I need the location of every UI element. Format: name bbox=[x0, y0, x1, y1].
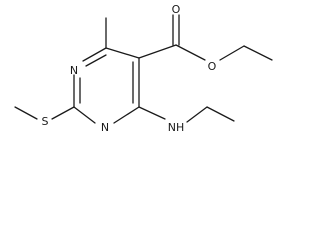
bond-ring-n1-c6 bbox=[82, 47, 107, 62]
atom-sulfur: S bbox=[42, 115, 49, 128]
bond-nh-ch2 bbox=[186, 106, 208, 123]
molecule-structure: N N S O O NH bbox=[14, 3, 273, 134]
bond-ether-o-ch2 bbox=[219, 45, 245, 61]
bond-c5-carbonyl-carbon bbox=[138, 44, 177, 59]
bond-c4-nh bbox=[138, 106, 166, 120]
atom-oxygen-ether: O bbox=[208, 60, 217, 73]
bond-ring-c6-c5 bbox=[105, 47, 140, 59]
atom-n-top: N bbox=[70, 64, 78, 77]
atom-oxygen-carbonyl: O bbox=[172, 3, 181, 16]
bond-carbonyl-carbon-ether-o bbox=[175, 44, 206, 61]
bond-c2-sulfur bbox=[51, 106, 75, 120]
atom-n-bottom: N bbox=[101, 121, 109, 134]
bond-ring-n3-c2 bbox=[73, 106, 96, 124]
atom-amine-nh: NH bbox=[168, 121, 185, 134]
bond-ethyl-ch2-ch3 bbox=[243, 45, 273, 61]
bond-ring-n1-c6-inner bbox=[85, 54, 107, 67]
bond-ethyl-amine-ch2-ch3 bbox=[206, 106, 235, 122]
bond-ring-c4-n3 bbox=[113, 106, 140, 124]
bond-sulfur-methyl bbox=[14, 106, 38, 120]
